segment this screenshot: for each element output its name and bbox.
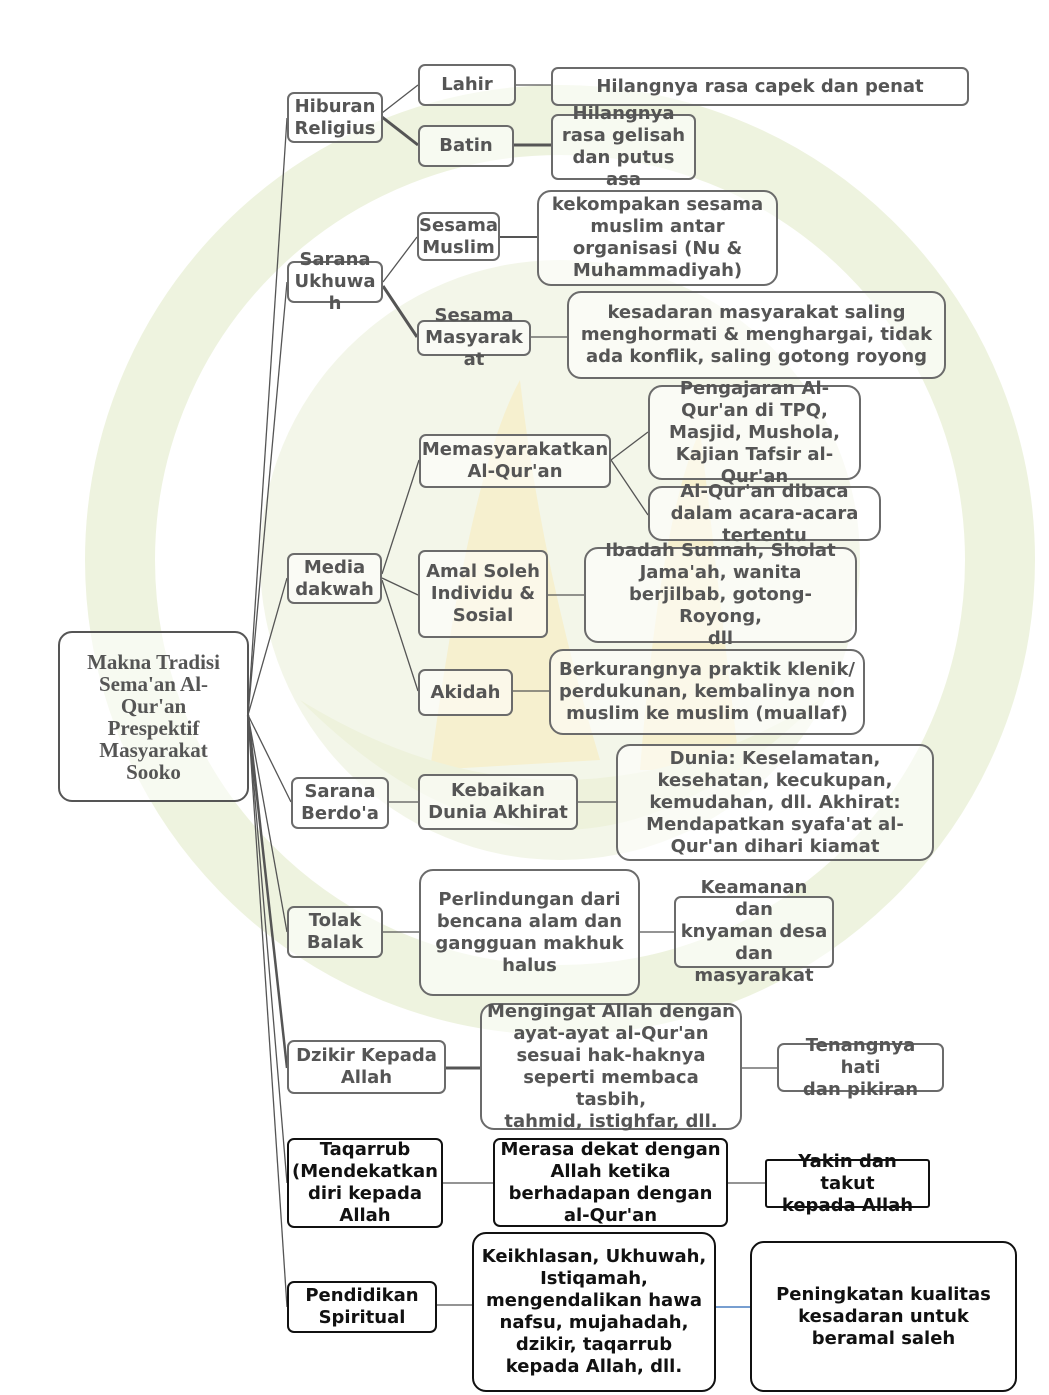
sub-label: Akidah bbox=[430, 681, 501, 703]
branch-label: Media dakwah bbox=[295, 556, 374, 600]
branch-label: Sarana Ukhuwa h bbox=[294, 249, 376, 314]
sub-label: Amal Soleh Individu & Sosial bbox=[426, 561, 540, 626]
leaf-label: Hilangnya rasa gelisah dan putus asa bbox=[561, 103, 686, 190]
leaf-label: Dunia: Keselamatan, kesehatan, kecukupan… bbox=[646, 747, 904, 857]
leaf-tenangnya-hati: Tenangnya hati dan pikiran bbox=[777, 1035, 944, 1100]
branch-label: Pendidikan Spiritual bbox=[305, 1285, 419, 1328]
sub-label: Batin bbox=[439, 135, 493, 156]
sub-kebaikan-dunia-akhirat: Kebaikan Dunia Akhirat bbox=[418, 774, 578, 830]
root-node-label: Makna Tradisi Sema'an Al- Qur'an Prespek… bbox=[87, 649, 220, 784]
branch-sarana-berdoa: Sarana Berdo'a bbox=[291, 777, 389, 829]
branch-dzikir: Dzikir Kepada Allah bbox=[287, 1040, 446, 1094]
sub-akidah: Akidah bbox=[418, 669, 513, 716]
leaf-label: Tenangnya hati dan pikiran bbox=[802, 1034, 919, 1100]
sub-label: Sesama Masyarak at bbox=[425, 305, 523, 370]
leaf-label: Hilangnya rasa capek dan penat bbox=[596, 76, 924, 97]
leaf-yakin-takut: Yakin dan takut kepada Allah bbox=[765, 1151, 930, 1216]
sub-label: Merasa dekat dengan Allah ketika berhada… bbox=[500, 1138, 721, 1226]
branch-tolak-balak: Tolak Balak bbox=[287, 906, 383, 958]
sub-perlindungan: Perlindungan dari bencana alam dan gangg… bbox=[419, 869, 640, 996]
leaf-label: Peningkatan kualitas kesadaran untuk ber… bbox=[776, 1283, 991, 1349]
leaf-label: Yakin dan takut kepada Allah bbox=[781, 1150, 914, 1216]
sub-memasyarakatkan: Memasyarakatkan Al-Qur'an bbox=[419, 434, 611, 488]
branch-hiburan-religius: Hiburan Religius bbox=[287, 92, 383, 143]
leaf-batin: Hilangnya rasa gelisah dan putus asa bbox=[551, 103, 696, 190]
sub-sesama-muslim: Sesama Muslim bbox=[417, 212, 500, 261]
branch-label: Sarana Berdo'a bbox=[301, 781, 379, 824]
branch-label: Taqarrub (Mendekatkan diri kepada Allah bbox=[292, 1139, 438, 1226]
leaf-label: Berkurangnya praktik klenik/ perdukunan,… bbox=[558, 659, 856, 724]
sub-amal-soleh: Amal Soleh Individu & Sosial bbox=[418, 550, 548, 638]
leaf-label: Keamanan dan knyaman desa dan masyarakat bbox=[680, 877, 828, 986]
branch-label: Tolak Balak bbox=[306, 910, 364, 953]
sub-label: Sesama Muslim bbox=[419, 214, 498, 258]
sub-label: Keikhlasan, Ukhuwah, Istiqamah, mengenda… bbox=[481, 1246, 707, 1377]
root-node: Makna Tradisi Sema'an Al- Qur'an Prespek… bbox=[58, 631, 249, 802]
branch-pendidikan-spiritual: Pendidikan Spiritual bbox=[287, 1281, 437, 1333]
leaf-pengajaran: Pengajaran Al- Qur'an di TPQ, Masjid, Mu… bbox=[648, 378, 861, 487]
leaf-label: kesadaran masyarakat saling menghormati … bbox=[580, 302, 933, 367]
leaf-label: Pengajaran Al- Qur'an di TPQ, Masjid, Mu… bbox=[669, 377, 840, 487]
sub-batin: Batin bbox=[418, 125, 514, 167]
sub-label: Memasyarakatkan Al-Qur'an bbox=[421, 439, 609, 482]
leaf-dibaca-acara: Al-Qur'an dibaca dalam acara-acara terte… bbox=[648, 481, 881, 546]
sub-merasa-dekat: Merasa dekat dengan Allah ketika berhada… bbox=[493, 1138, 728, 1227]
leaf-ibadah-sunnah: Ibadah Sunnah, Sholat Jama'ah, wanita be… bbox=[584, 540, 857, 649]
branch-media-dakwah: Media dakwah bbox=[287, 553, 382, 604]
branch-taqarrub: Taqarrub (Mendekatkan diri kepada Allah bbox=[287, 1138, 443, 1228]
sub-label: Mengingat Allah dengan ayat-ayat al-Qur'… bbox=[487, 1000, 735, 1132]
leaf-sesama-muslim: kekompakan sesama muslim antar organisas… bbox=[537, 190, 778, 286]
leaf-dunia-akhirat: Dunia: Keselamatan, kesehatan, kecukupan… bbox=[616, 744, 934, 861]
sub-label: Lahir bbox=[441, 74, 493, 95]
leaf-akidah: Berkurangnya praktik klenik/ perdukunan,… bbox=[549, 649, 865, 735]
branch-label: Hiburan Religius bbox=[294, 95, 376, 139]
branch-label: Dzikir Kepada Allah bbox=[296, 1045, 437, 1088]
leaf-label: Al-Qur'an dibaca dalam acara-acara terte… bbox=[670, 480, 859, 546]
branch-sarana-ukhuwah: Sarana Ukhuwa h bbox=[287, 249, 383, 314]
sub-label: Perlindungan dari bencana alam dan gangg… bbox=[435, 888, 624, 976]
sub-lahir: Lahir bbox=[418, 64, 516, 106]
leaf-keamanan: Keamanan dan knyaman desa dan masyarakat bbox=[674, 877, 834, 986]
sub-mengingat-allah: Mengingat Allah dengan ayat-ayat al-Qur'… bbox=[480, 1000, 742, 1132]
leaf-label: kekompakan sesama muslim antar organisas… bbox=[551, 194, 764, 281]
sub-label: Kebaikan Dunia Akhirat bbox=[428, 780, 568, 823]
leaf-sesama-masyarakat: kesadaran masyarakat saling menghormati … bbox=[567, 291, 946, 379]
leaf-lahir: Hilangnya rasa capek dan penat bbox=[551, 67, 969, 106]
sub-keikhlasan: Keikhlasan, Ukhuwah, Istiqamah, mengenda… bbox=[472, 1232, 716, 1392]
sub-sesama-masyarakat: Sesama Masyarak at bbox=[417, 305, 531, 370]
leaf-label: Ibadah Sunnah, Sholat Jama'ah, wanita be… bbox=[605, 540, 836, 649]
leaf-peningkatan-kualitas: Peningkatan kualitas kesadaran untuk ber… bbox=[750, 1241, 1017, 1392]
